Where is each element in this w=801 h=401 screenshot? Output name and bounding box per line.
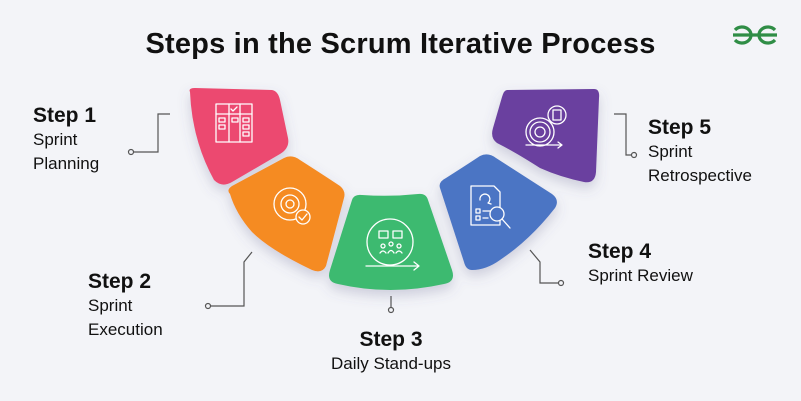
step-heading: Step 1: [33, 104, 97, 127]
step-5-label: Step 5 Sprint Retrospective: [648, 116, 752, 188]
step-heading: Step 2: [88, 270, 152, 293]
step-name: Planning: [33, 154, 100, 173]
step-name: Sprint: [648, 142, 693, 161]
team-chat-cycle-icon: [365, 218, 420, 271]
step-name: Sprint Review: [588, 266, 693, 285]
step-5-segment: [492, 89, 600, 183]
step-name: Sprint: [88, 296, 133, 315]
step-name: Sprint: [33, 130, 78, 149]
step-2-connector: [211, 251, 253, 307]
step-name: Daily Stand-ups: [330, 354, 451, 373]
step-name: Execution: [88, 320, 163, 339]
step-heading: Step 5: [648, 116, 712, 139]
step-5-connector: [614, 113, 631, 156]
step-1-label: Step 1 Sprint Planning: [33, 104, 99, 176]
step-4-label: Step 4 Sprint Review: [588, 240, 693, 288]
step-4-connector: [529, 249, 558, 284]
gfg-logo-icon: [733, 25, 777, 45]
step-name: Retrospective: [648, 166, 752, 185]
step-heading: Step 3: [359, 328, 423, 351]
gear-check-icon: [273, 187, 311, 225]
step-3-label: Step 3 Daily Stand-ups: [291, 328, 491, 376]
step-1-connector: [134, 113, 170, 153]
gear-cycle-document-icon: [525, 105, 567, 149]
step-heading: Step 4: [588, 240, 652, 263]
page-title: Steps in the Scrum Iterative Process: [145, 28, 656, 60]
step-1-segment: [189, 88, 289, 185]
kanban-board-icon: [215, 103, 253, 143]
step-2-label: Step 2 Sprint Execution: [88, 270, 163, 342]
step-2-segment: [228, 156, 345, 272]
document-review-magnifier-icon: [470, 185, 511, 229]
